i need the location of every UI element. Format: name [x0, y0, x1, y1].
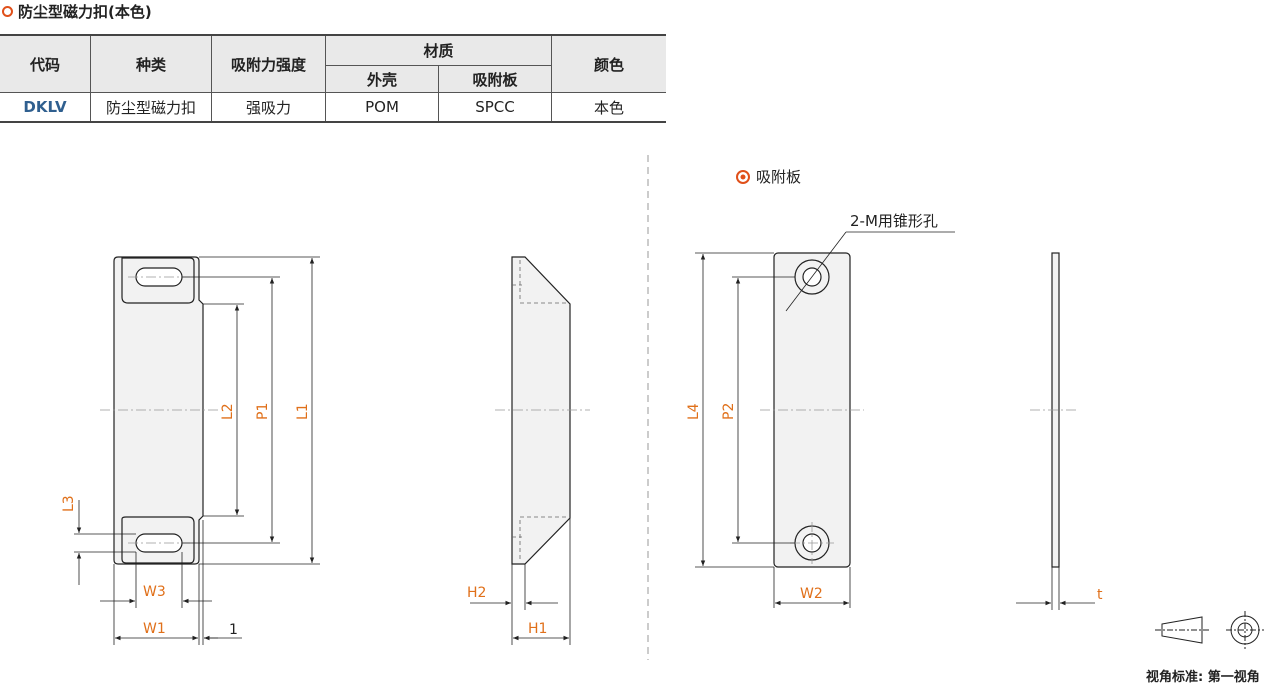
header-plate: 吸附板 [438, 65, 552, 93]
hole-note: 2-M用锥形孔 [850, 212, 938, 230]
cell-type: 防尘型磁力扣 [90, 92, 212, 123]
cell-strength: 强吸力 [211, 92, 326, 123]
dim-label-L1: L1 [295, 403, 311, 420]
view-standard-label: 视角标准: 第一视角 [1146, 669, 1260, 685]
cell-plate: SPCC [438, 92, 552, 123]
header-type: 种类 [90, 34, 212, 93]
circle-bullet-icon [2, 5, 13, 17]
target-bullet-icon [736, 170, 750, 184]
catch-front-view [113, 256, 204, 565]
dim-label-P1: P1 [255, 403, 271, 420]
dim-label-t: t [1097, 587, 1103, 603]
dim-label-one: 1 [229, 622, 238, 638]
first-angle-projection-icon [1155, 611, 1264, 649]
dim-label-H2: H2 [467, 585, 486, 601]
plate-section-title-text: 吸附板 [756, 168, 801, 186]
header-material: 材质 [325, 34, 552, 66]
header-color: 颜色 [551, 34, 666, 93]
cell-code: DKLV [0, 92, 91, 123]
dim-label-L3: L3 [61, 495, 77, 512]
dim-label-P2: P2 [721, 403, 737, 420]
cell-shell: POM [325, 92, 439, 123]
cell-color: 本色 [551, 92, 666, 123]
header-strength: 吸附力强度 [211, 34, 326, 93]
header-shell: 外壳 [325, 65, 439, 93]
plate-section-title: 吸附板 [736, 168, 801, 186]
spec-table: 代码 种类 吸附力强度 材质 颜色 外壳 吸附板 DKLV 防尘型磁力扣 强吸力… [0, 34, 666, 123]
page-title: 防尘型磁力扣(本色) [2, 0, 152, 22]
header-code: 代码 [0, 34, 91, 93]
dim-label-W3: W3 [143, 584, 166, 600]
dim-label-L2: L2 [220, 403, 236, 420]
table-row: DKLV 防尘型磁力扣 强吸力 POM SPCC 本色 [0, 92, 666, 123]
dim-label-W1: W1 [143, 621, 166, 637]
dim-label-H1: H1 [528, 621, 547, 637]
page-title-text: 防尘型磁力扣(本色) [18, 2, 152, 21]
dim-label-L4: L4 [686, 403, 702, 420]
dim-label-W2: W2 [800, 586, 823, 602]
